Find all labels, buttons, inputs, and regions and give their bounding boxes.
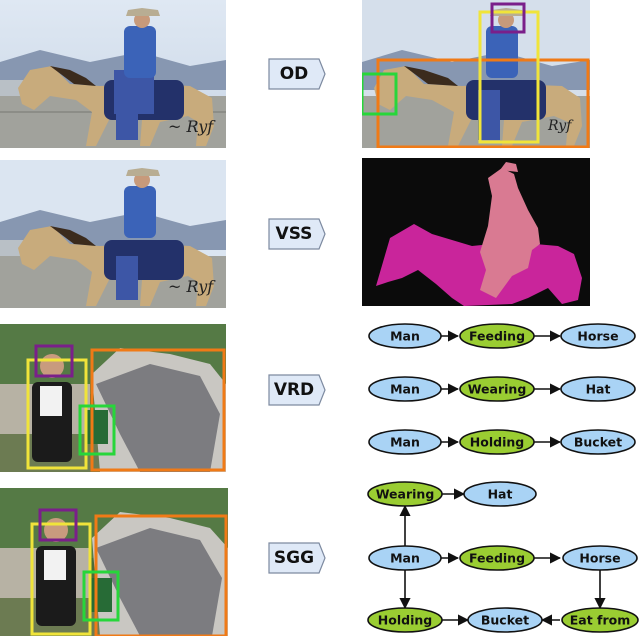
vrd-task-text: VRD	[268, 374, 320, 406]
node-bucket-label: Bucket	[481, 613, 529, 628]
vrd-triplet-1: Man Feeding Horse	[369, 324, 635, 348]
bbox-hat	[492, 4, 524, 32]
node-hat-label: Hat	[488, 487, 513, 502]
vrd-triplet-2: Man Wearing Hat	[369, 377, 635, 401]
vss-input-image: ~ Ryf	[0, 160, 226, 308]
vrd-input-image	[0, 324, 226, 472]
node-wearing-label: Wearing	[376, 487, 435, 502]
sgg-scene-graph: Wearing Hat Man Feeding Horse Holding Bu…	[368, 482, 638, 632]
node-man-label: Man	[390, 435, 420, 450]
node-eat-from-label: Eat from	[570, 613, 631, 628]
vss-task-text: VSS	[268, 218, 320, 250]
node-horse-label: Horse	[579, 551, 620, 566]
node-hat-label: Hat	[586, 382, 611, 397]
sgg-task-label: SGG	[268, 542, 326, 574]
node-man-label: Man	[390, 551, 420, 566]
vrd-triplet-3: Man Holding Bucket	[369, 430, 635, 454]
bbox-horse	[96, 516, 226, 636]
node-horse-label: Horse	[577, 329, 618, 344]
sgg-input-image	[0, 488, 228, 636]
node-wearing-label: Wearing	[468, 382, 527, 397]
bbox-horse	[92, 350, 224, 470]
node-bucket-label: Bucket	[574, 435, 622, 450]
node-holding-label: Holding	[470, 435, 524, 450]
node-feeding-label: Feeding	[469, 329, 525, 344]
vss-task-label: VSS	[268, 218, 326, 250]
svg-text:~ Ryf: ~ Ryf	[168, 117, 216, 136]
node-holding-label: Holding	[378, 613, 432, 628]
sgg-task-text: SGG	[268, 542, 320, 574]
vrd-task-label: VRD	[268, 374, 326, 406]
svg-text:~ Ryf: ~ Ryf	[168, 277, 216, 296]
od-task-label: OD	[268, 58, 326, 90]
node-man-label: Man	[390, 382, 420, 397]
relation-graphs: Man Feeding Horse Man Wearing Hat Man Ho…	[360, 318, 640, 636]
bbox-horse	[378, 60, 588, 147]
vss-segmentation-mask	[362, 158, 590, 306]
od-task-text: OD	[268, 58, 320, 90]
od-input-image: ~ Ryf	[0, 0, 226, 148]
od-output-image: Ryf	[362, 0, 590, 148]
node-feeding-label: Feeding	[469, 551, 525, 566]
node-man-label: Man	[390, 329, 420, 344]
